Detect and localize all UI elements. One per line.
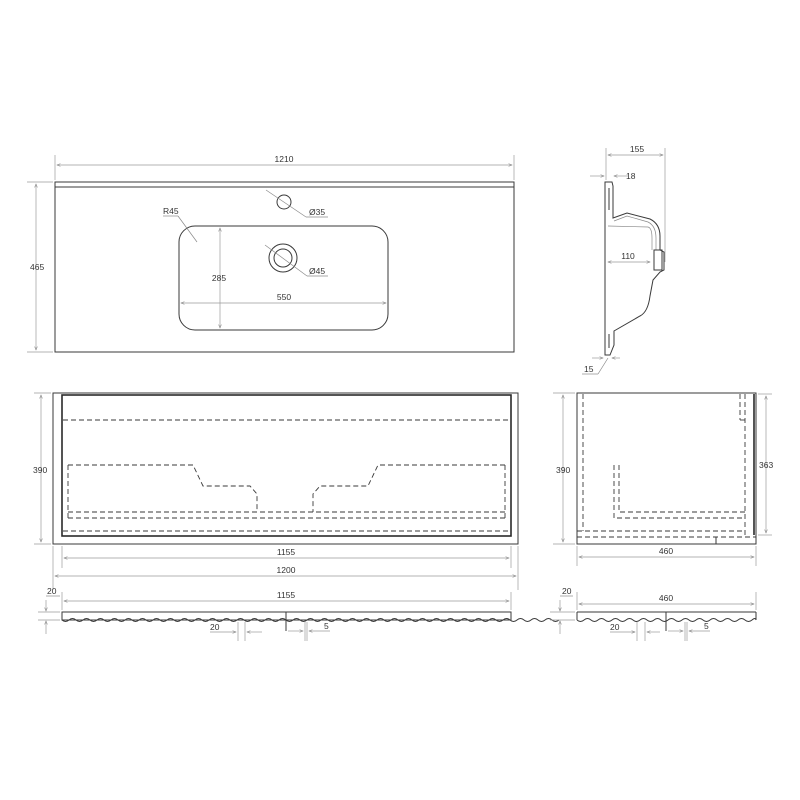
bottom-offset-label: 15 [584, 364, 594, 374]
front-wave-edge [61, 618, 560, 622]
tap-hole-label: Ø35 [309, 207, 325, 217]
front-panel-width-label: 1155 [277, 590, 296, 600]
front-height-label: 390 [33, 465, 47, 475]
overflow-fitting [653, 249, 663, 271]
side-depth-label: 460 [659, 546, 673, 556]
side-section-view: 155 18 110 15 [582, 144, 666, 375]
side-groove-pitch-label: 20 [610, 622, 620, 632]
top-thickness-label: 18 [626, 171, 636, 181]
basin-depth-label: 285 [212, 273, 226, 283]
drain-label: Ø45 [309, 266, 325, 276]
section-basin-label: 110 [621, 251, 635, 261]
side-height-label: 390 [556, 465, 570, 475]
front-overall-width-label: 1200 [277, 565, 296, 575]
basin-profile [604, 181, 665, 356]
overall-width-label: 1210 [275, 154, 294, 164]
cabinet-outline [52, 392, 519, 545]
cabinet-inner-frame [61, 394, 512, 537]
drawer-right-dashed [312, 464, 505, 512]
front-view: 390 1155 1200 [33, 392, 519, 590]
drain-leader [264, 244, 308, 277]
side-panel-thickness-label: 20 [562, 586, 572, 596]
front-groove-width-label: 5 [324, 621, 329, 631]
drain-outer-icon [268, 243, 298, 273]
side-view: 390 363 460 [553, 392, 773, 566]
side-panel-detail: 20 460 20 5 [550, 586, 757, 641]
drain-inner-icon [273, 248, 293, 268]
side-groove-width-label: 5 [704, 621, 709, 631]
front-inner-width-label: 1155 [277, 547, 296, 557]
tap-hole-leader [265, 189, 307, 218]
front-panel-detail: 20 1155 20 5 [38, 586, 560, 641]
tap-hole-icon [276, 194, 292, 210]
countertop-outline [54, 181, 515, 353]
section-depth-label: 155 [630, 144, 644, 154]
front-groove-pitch-label: 20 [210, 622, 220, 632]
side-inner-height-label: 363 [759, 460, 773, 470]
basin-outline [178, 225, 389, 331]
drawer-left-dashed [68, 464, 258, 512]
front-panel-thickness-label: 20 [47, 586, 57, 596]
side-panel-width-label: 460 [659, 593, 673, 603]
radius-leader [177, 215, 198, 243]
side-outline [576, 392, 757, 545]
side-wave-edge [576, 618, 757, 622]
top-view: Ø35 Ø45 R45 285 550 1210 465 [27, 154, 515, 353]
basin-width-label: 550 [277, 292, 291, 302]
radius-label: R45 [163, 206, 179, 216]
overall-depth-label: 465 [30, 262, 44, 272]
